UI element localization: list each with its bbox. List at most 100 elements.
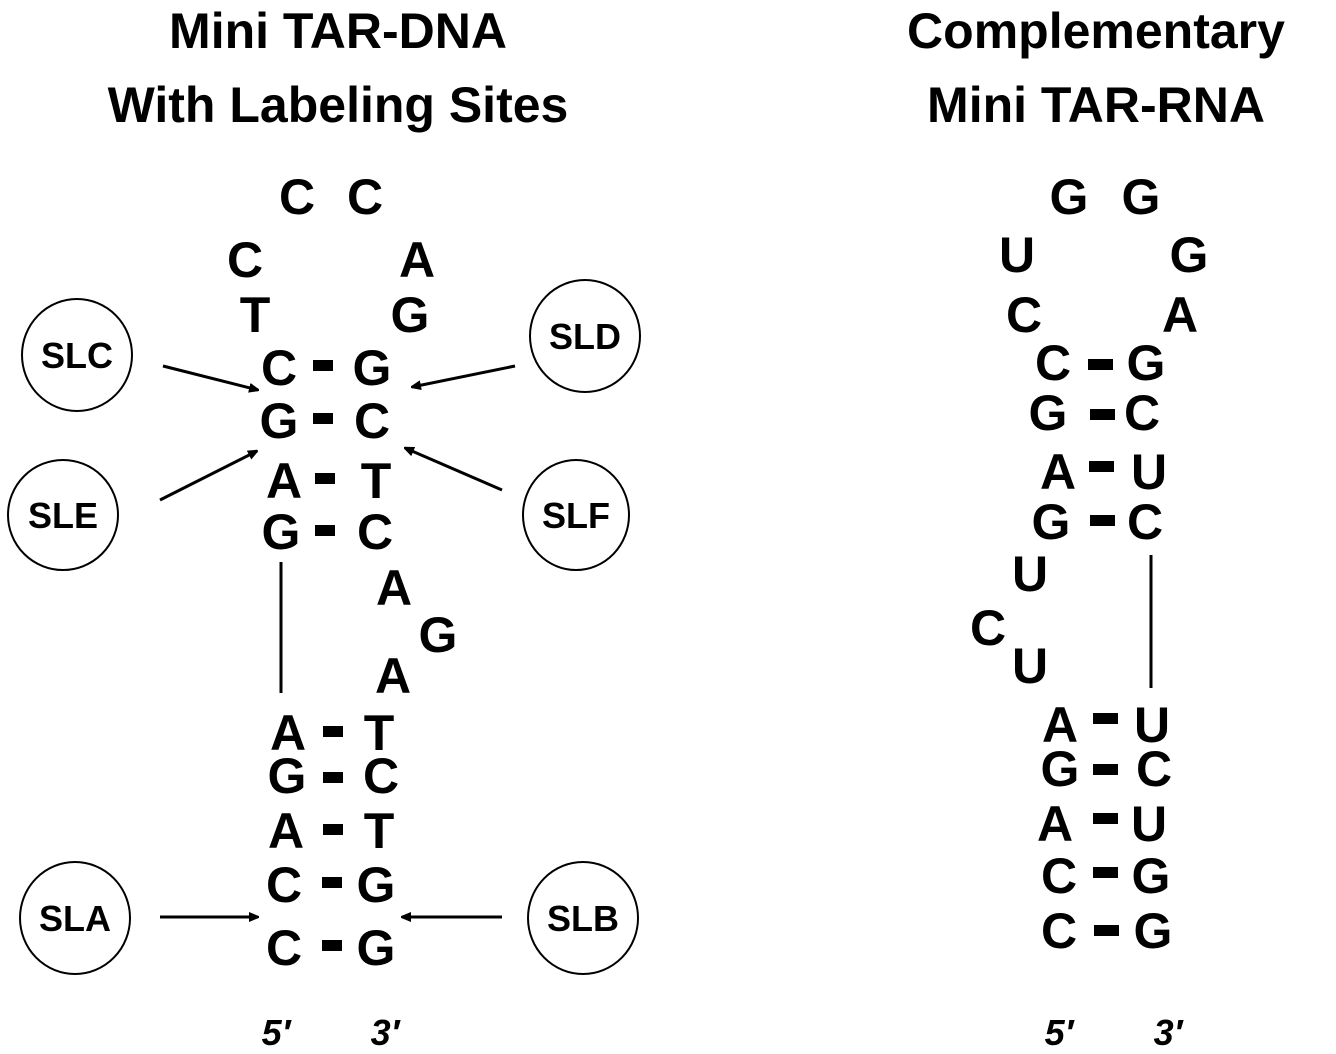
rna-bulge-nt: U [1012,546,1048,602]
rna-loop-nt: G [1122,169,1161,225]
arrow-icon [162,364,258,390]
dna-nt-left: G [262,504,301,560]
dna-nt-left: A [266,453,302,509]
rna-loop-nt: C [1006,287,1042,343]
labeling-site-slb: SLB [402,861,639,975]
dna-base-pair: A T [268,803,394,859]
labeling-site-sla: SLA [19,861,258,975]
dna-bond [313,413,333,424]
rna-bond [1094,925,1119,936]
arrow-icon [412,364,516,387]
rna-base-pair: G C [1029,385,1161,441]
dna-base-pair: C G [266,920,396,976]
dna-loop-nt: C [347,169,383,225]
rna-base-pair: G C [1041,741,1173,797]
dna-3-prime-label: 3′ [371,1012,401,1053]
rna-base-pair: G C [1032,494,1164,550]
rna-title-line1: Complementary [907,3,1285,59]
rna-bulge-nt: C [970,600,1006,656]
rna-bond [1093,867,1118,878]
rna-base-pair: C G [1041,903,1173,959]
rna-bond [1089,461,1114,472]
dna-bond [323,726,343,737]
site-circle [19,861,131,975]
rna-base-pair: C G [1041,848,1171,904]
rna-bond [1088,359,1113,370]
site-label: SLF [542,495,610,536]
dna-bond [323,772,343,783]
site-circle [21,298,133,412]
rna-nt-left: C [1035,335,1071,391]
dna-title-line1: Mini TAR-DNA [169,3,507,59]
rna-nt-right: G [1134,903,1173,959]
rna-bulge-nt: U [1012,638,1048,694]
dna-nt-left: C [261,340,297,396]
site-label: SLD [549,316,621,357]
rna-loop-nt: G [1170,227,1209,283]
dna-nt-right: C [354,393,390,449]
dna-nt-left: G [260,393,299,449]
dna-nt-right: G [357,920,396,976]
dna-base-pair: A T [266,453,391,509]
dna-nt-right: T [361,453,392,509]
rna-nt-left: G [1041,741,1080,797]
dna-nt-left: C [266,920,302,976]
dna-nt-right: C [363,748,399,804]
rna-bond [1093,764,1118,775]
rna-nt-left: G [1029,385,1068,441]
dna-nt-right: G [353,340,392,396]
labeling-site-slc: SLC [21,298,258,412]
rna-loop-nt: U [999,227,1035,283]
rna-bond [1093,713,1118,724]
rna-nt-right: U [1134,697,1170,753]
dna-base-pair: G C [260,393,391,449]
rna-nt-left: A [1040,444,1076,500]
labeling-site-sld: SLD [412,279,641,393]
site-label: SLA [39,898,111,939]
labeling-site-slf: SLF [405,446,630,571]
dna-bond [322,877,342,888]
dna-nt-left: C [266,857,302,913]
rna-bond [1090,409,1115,420]
dna-loop-nt: T [240,287,271,343]
dna-loop-nt: G [391,287,430,343]
rna-nt-right: G [1132,848,1171,904]
rna-nt-left: G [1032,494,1071,550]
labeling-site-sle: SLE [7,451,257,571]
rna-panel: Complementary Mini TAR-RNA G G U G C A C… [907,3,1285,1053]
dna-panel: Mini TAR-DNA With Labeling Sites C C C A… [7,3,641,1053]
dna-nt-right: T [364,705,395,761]
site-circle [529,279,641,393]
dna-5-prime-label: 5′ [262,1012,292,1053]
dna-bulge-nt: G [419,607,458,663]
dna-bond [315,473,335,484]
dna-nt-right: T [364,803,395,859]
rna-nt-left: C [1041,848,1077,904]
dna-bulge-nt: A [375,648,411,704]
arrow-icon [159,451,257,502]
rna-5-prime-label: 5′ [1045,1012,1075,1053]
rna-loop-nt: A [1162,287,1198,343]
site-label: SLE [28,495,98,536]
arrow-icon [405,446,503,492]
rna-bond [1090,515,1115,526]
site-circle [527,861,639,975]
rna-base-pair: A U [1037,796,1167,852]
dna-base-pair: A T [270,705,394,761]
rna-nt-right: U [1131,796,1167,852]
site-label: SLB [547,898,619,939]
site-circle [522,459,630,571]
dna-base-pair: C G [266,857,396,913]
dna-base-pair: C G [261,340,392,396]
rna-base-pair: A U [1042,697,1170,753]
rna-nt-right: C [1127,494,1163,550]
rna-bond [1093,813,1118,824]
dna-base-pair: G C [262,504,394,560]
dna-nt-left: G [268,748,307,804]
rna-nt-left: A [1037,796,1073,852]
dna-loop-nt: A [399,232,435,288]
dna-title-line2: With Labeling Sites [108,77,569,133]
dna-base-pair: G C [268,748,400,804]
rna-nt-right: G [1127,335,1166,391]
